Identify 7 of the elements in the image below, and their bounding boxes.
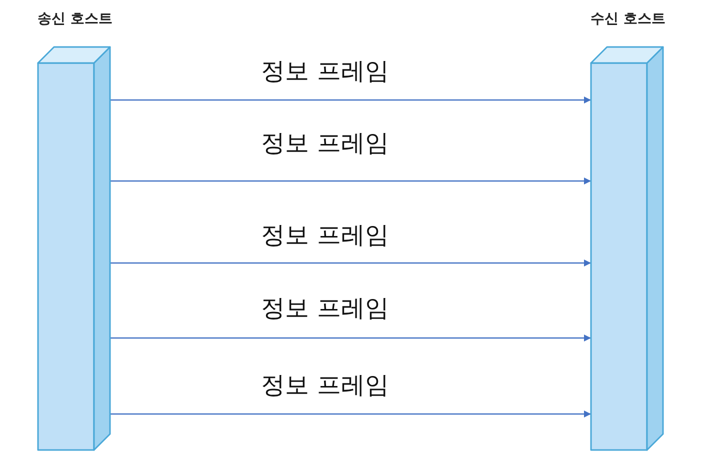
host-label: 수신 호스트 [590,10,666,28]
arrow [110,260,591,266]
host-label: 송신 호스트 [36,10,114,28]
arrow [110,334,591,342]
arrow [110,178,591,184]
arrow [110,96,591,104]
arrow [110,410,591,418]
